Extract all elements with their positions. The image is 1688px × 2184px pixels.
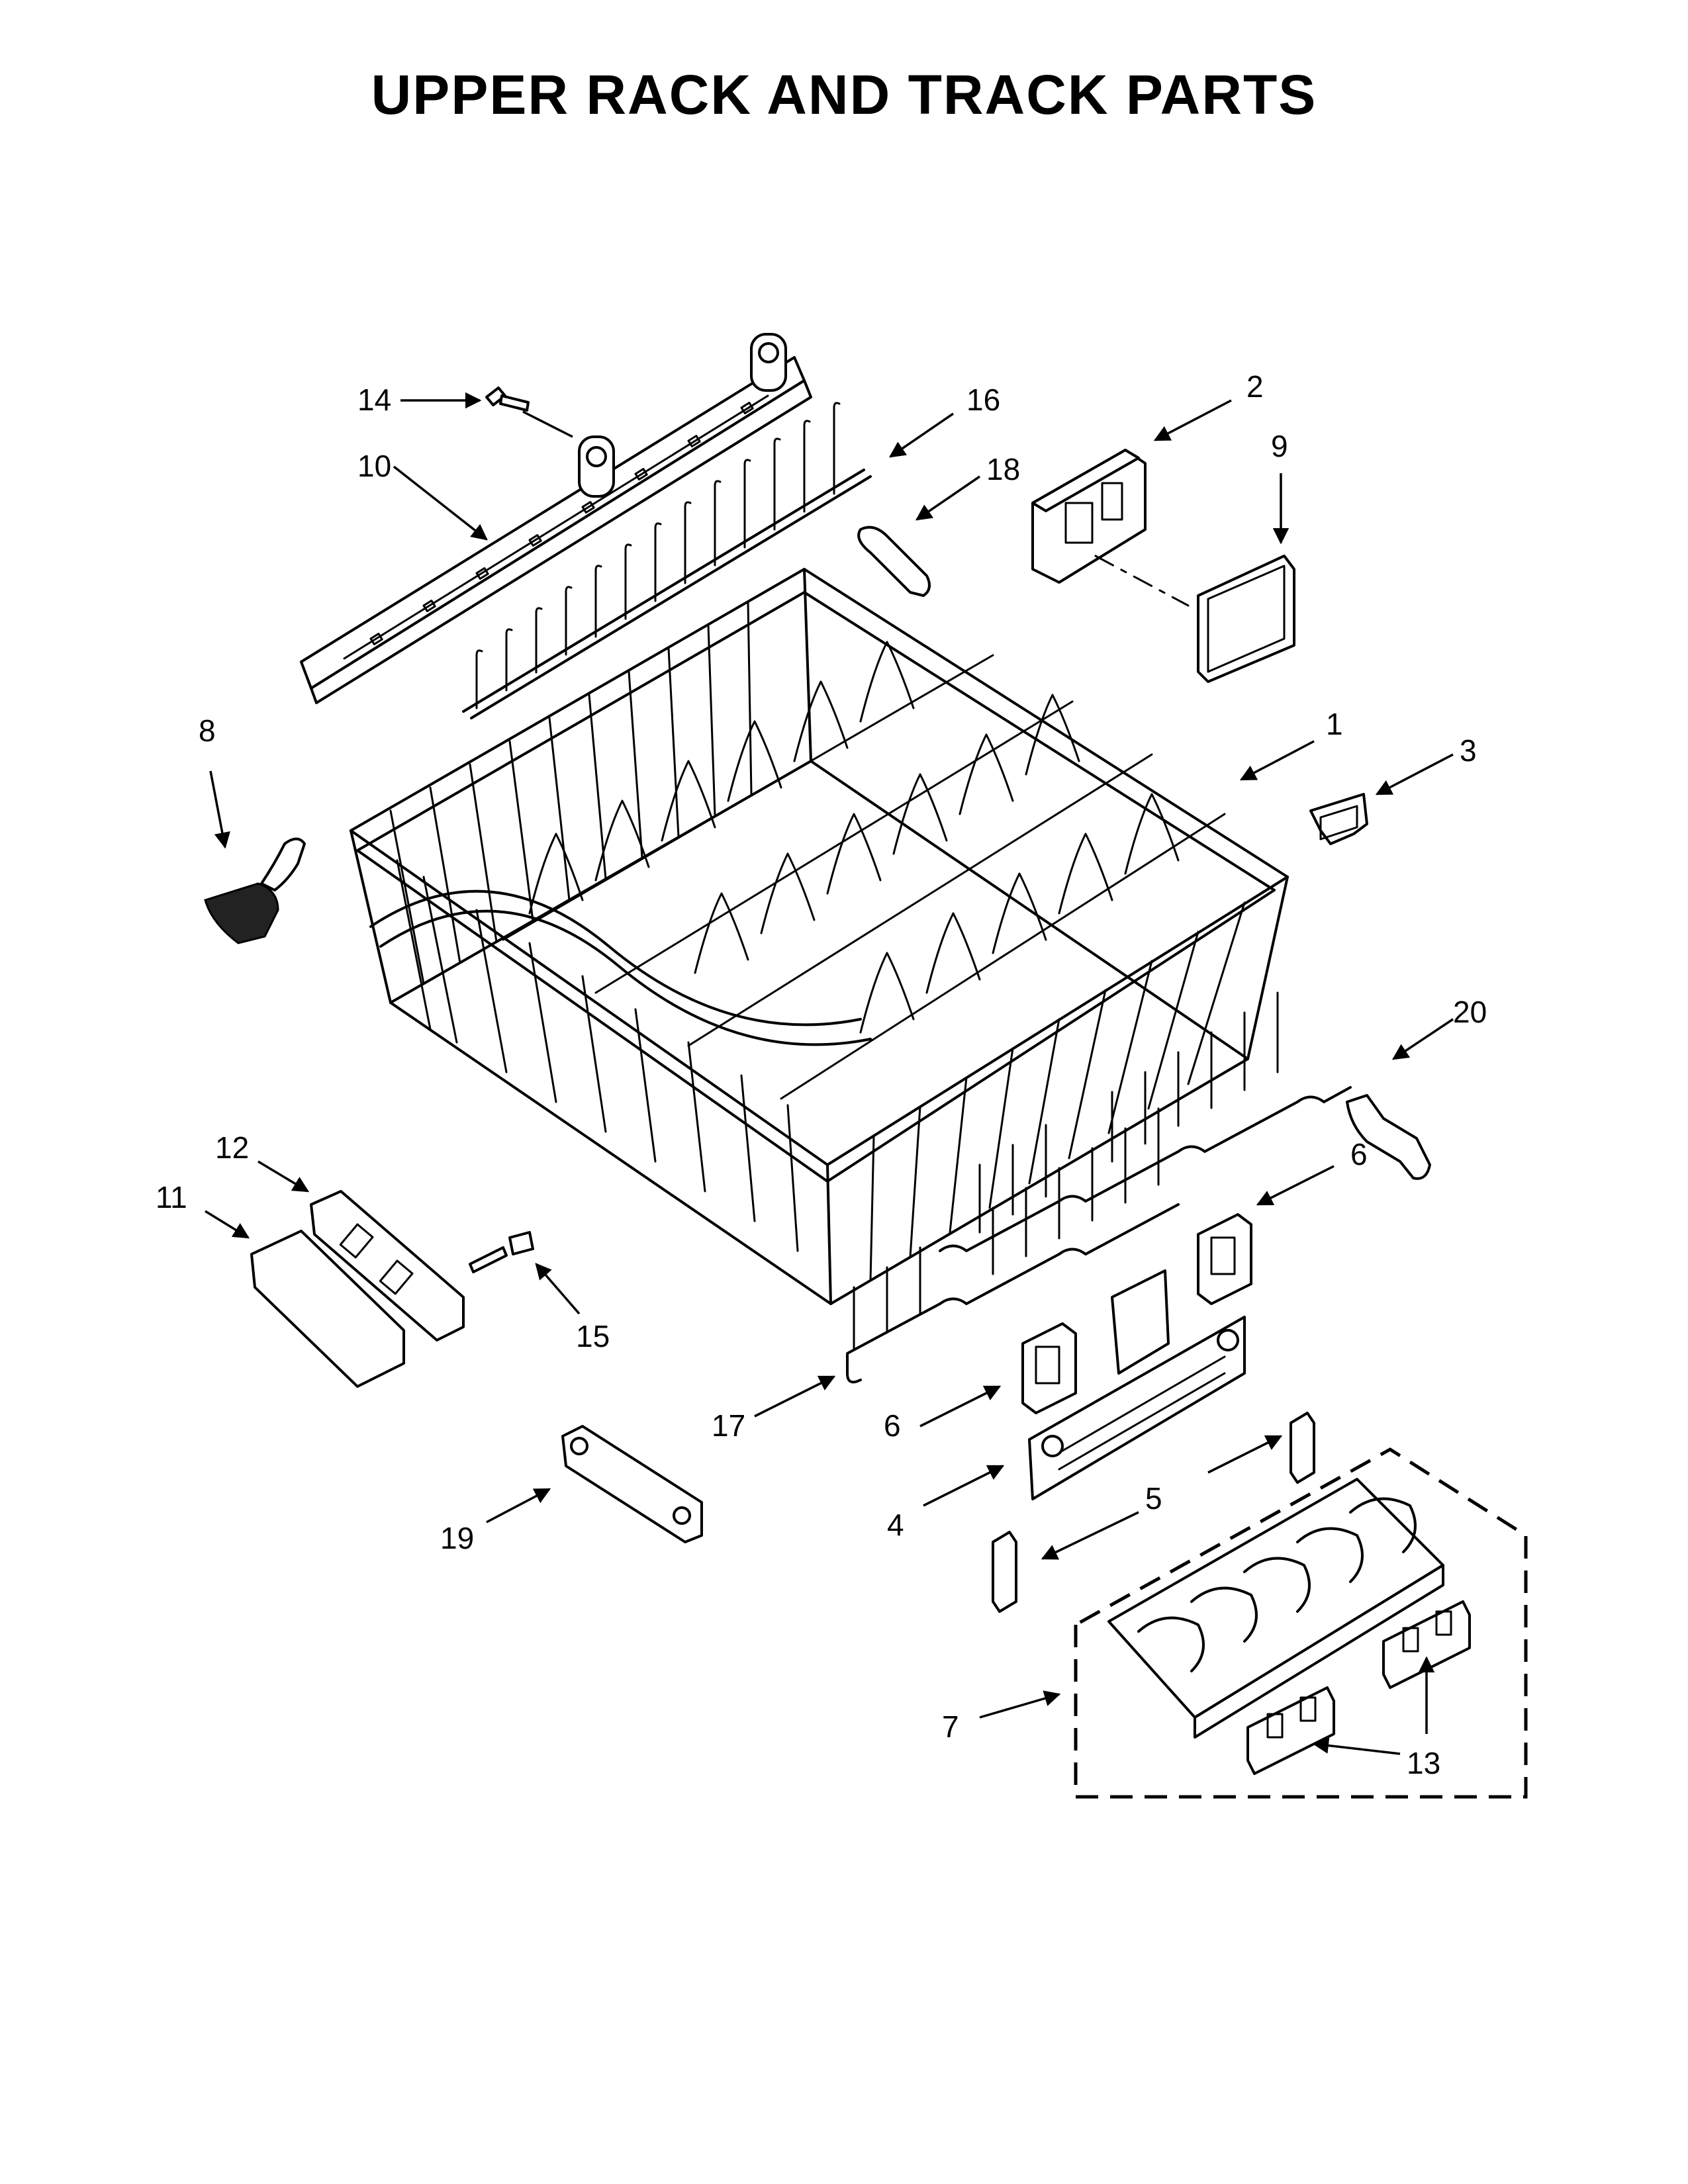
callout-12: 12 [215, 1130, 249, 1165]
callout-13: 13 [1407, 1746, 1440, 1780]
latch [1289, 1412, 1315, 1484]
callout-3: 3 [1460, 733, 1477, 768]
callout-2: 2 [1246, 369, 1264, 404]
callout-4: 4 [887, 1508, 904, 1542]
handle-housing [310, 1190, 465, 1342]
callout-11: 11 [156, 1180, 187, 1214]
upper-rack [350, 568, 1289, 1305]
track-wheel [578, 435, 615, 498]
tine-row [846, 1107, 1180, 1384]
callout-17: 17 [712, 1408, 745, 1443]
callout-9: 9 [1271, 429, 1288, 463]
callout-10: 10 [357, 449, 391, 483]
callout-7: 7 [942, 1709, 959, 1744]
callout-19: 19 [440, 1521, 474, 1555]
bottle-holder [1107, 1478, 1444, 1739]
track-wheel [750, 333, 787, 392]
kit-outline [1074, 1447, 1528, 1799]
callout-6-upper: 6 [1350, 1137, 1368, 1171]
clip [857, 525, 931, 597]
cover [1197, 555, 1295, 683]
rack-handle [204, 837, 306, 944]
clip [1246, 1686, 1335, 1775]
callout-20: 20 [1453, 995, 1487, 1029]
clip [1346, 1094, 1431, 1180]
latch [992, 1531, 1017, 1613]
callout-1: 1 [1326, 707, 1343, 741]
callouts: 14 10 16 18 2 9 1 3 8 20 6 12 11 15 17 6… [156, 369, 1487, 1780]
callout-14: 14 [357, 383, 391, 417]
rail-end-cap [561, 1425, 703, 1543]
screw [485, 387, 530, 412]
handle-cover [250, 1230, 405, 1388]
rack-adjuster [1028, 1269, 1246, 1500]
callout-5: 5 [1145, 1481, 1162, 1516]
tine-row [462, 402, 872, 719]
tine-row [939, 991, 1352, 1252]
track-rail [300, 333, 812, 704]
callout-18: 18 [986, 452, 1020, 486]
screw [469, 1231, 534, 1273]
callout-15: 15 [576, 1319, 610, 1353]
leader-lines [205, 392, 1454, 1755]
clip [1382, 1600, 1471, 1689]
bracket [1197, 1213, 1252, 1305]
callout-16: 16 [966, 383, 1000, 417]
clip [1309, 793, 1368, 845]
bracket [1031, 449, 1147, 584]
callout-8: 8 [199, 713, 216, 748]
bracket [1021, 1322, 1077, 1414]
page-title: UPPER RACK AND TRACK PARTS [371, 64, 1317, 126]
callout-6-lower: 6 [884, 1408, 901, 1443]
